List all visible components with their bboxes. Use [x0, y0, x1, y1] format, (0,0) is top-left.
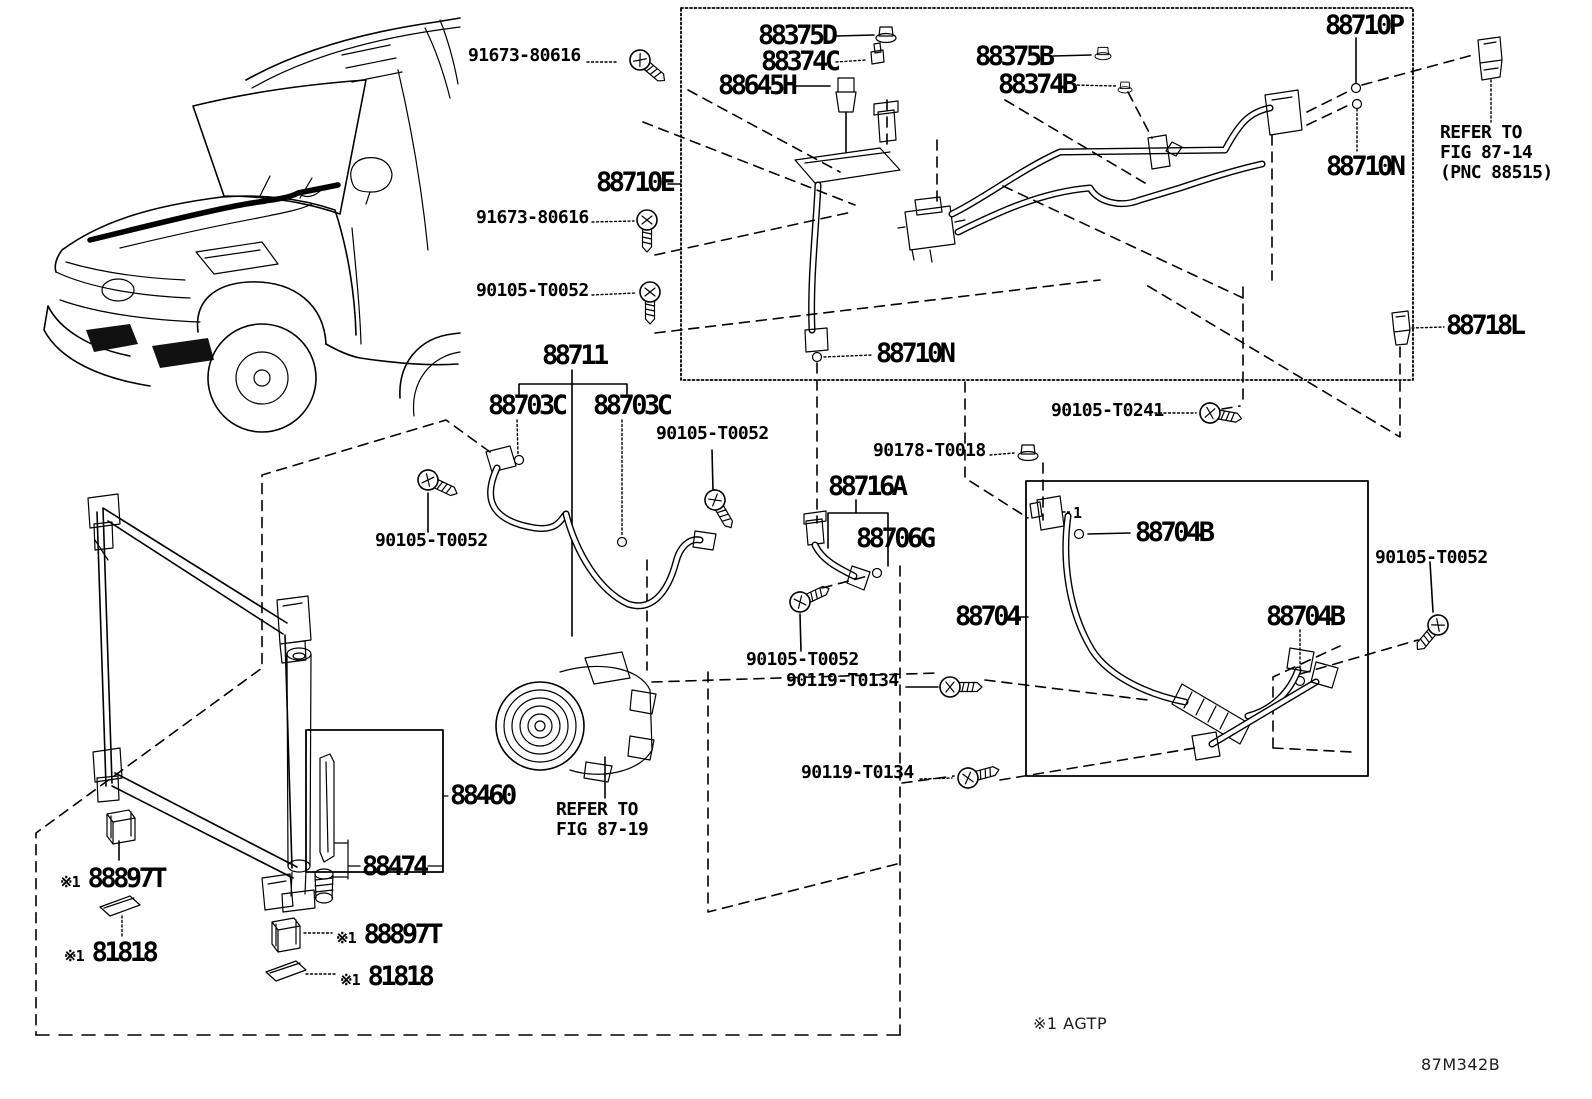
part-label-90105-T0052-d: 90105-T0052	[746, 649, 859, 670]
hose-box-88704	[1025, 480, 1369, 777]
suction-liquid-pipes-top	[948, 89, 1303, 236]
part-label-91673-80616-b: 91673-80616	[476, 207, 589, 228]
discharge-pipe-88710E	[794, 77, 901, 363]
clamp-refer-87-14	[1477, 36, 1503, 123]
part-label-88374B: 88374B	[998, 69, 1078, 100]
pipe-88716A	[803, 510, 871, 591]
footnote-agtp: ※1 AGTP	[1033, 1014, 1107, 1033]
compressor	[495, 651, 657, 783]
footnote-text: AGTP	[1063, 1014, 1108, 1033]
note-refer-fig-87-14: REFER TO FIG 87-14 (PNC 88515)	[1440, 122, 1553, 184]
part-label-88711: 88711	[542, 340, 609, 371]
part-label-90178-T0018: 90178-T0018	[873, 440, 986, 461]
part-label-88704: 88704	[955, 601, 1022, 632]
part-label-88897T-b: ※1 88897T	[336, 919, 444, 950]
footnote-marker: ※1	[340, 971, 368, 989]
part-label-90119-T0134-b: 90119-T0134	[801, 762, 914, 783]
footnote-marker: ※1	[60, 873, 88, 891]
part-label-88710N-b: 88710N	[876, 338, 956, 369]
footnote-marker: ※1	[336, 929, 364, 947]
footnote-marker: ※1	[64, 947, 92, 965]
note-refer-fig-87-19: REFER TO FIG 87-19	[556, 799, 649, 841]
part-label-88645H: 88645H	[718, 70, 798, 101]
part-label-88706G: 88706G	[856, 523, 936, 554]
condenser	[87, 493, 444, 913]
fastener-icons	[413, 26, 1453, 792]
part-label-81818-a: ※1 81818	[64, 937, 159, 968]
part-label-90119-T0134-a: 90119-T0134	[786, 670, 899, 691]
quantity-marker: 1	[1073, 504, 1082, 522]
part-label-88374C: 88374C	[761, 46, 841, 77]
part-label-90105-T0052-b: 90105-T0052	[375, 530, 488, 551]
part-number-text: 81818	[367, 961, 435, 992]
expansion-valve-cluster	[897, 196, 966, 263]
part-label-81818-b: ※1 81818	[340, 961, 435, 992]
valve-88374C-icon	[870, 42, 885, 65]
part-label-88710E: 88710E	[596, 167, 676, 198]
construction-dashed-lines	[35, 54, 1474, 1036]
part-label-90105-T0052-c: 90105-T0052	[656, 423, 769, 444]
part-label-88710N-a: 88710N	[1326, 151, 1406, 182]
bracket-88460-outline	[305, 729, 444, 873]
clamp-88718L	[1391, 310, 1411, 346]
part-label-90105-T0052-e: 90105-T0052	[1375, 547, 1488, 568]
figure-code: 87M342B	[1421, 1055, 1501, 1074]
part-label-88716A: 88716A	[828, 471, 908, 502]
part-label-88704B-a: 88704B	[1135, 517, 1215, 548]
leader-lines	[118, 34, 1445, 975]
part-number-text: 88897T	[363, 919, 444, 950]
part-label-88704B-b: 88704B	[1266, 601, 1346, 632]
top-assembly-box	[680, 7, 1414, 381]
vehicle-illustration	[43, 17, 461, 433]
part-label-90105-T0052-a: 90105-T0052	[476, 280, 589, 301]
part-label-88718L: 88718L	[1446, 310, 1526, 341]
suction-hose-88711	[485, 445, 717, 610]
part-label-88710P: 88710P	[1325, 10, 1405, 41]
part-label-88460: 88460	[450, 780, 517, 811]
part-label-88703C-a: 88703C	[488, 390, 568, 421]
footnote-marker: ※1	[1033, 1014, 1064, 1033]
part-label-90105-T0241: 90105-T0241	[1051, 400, 1164, 421]
part-label-88703C-b: 88703C	[593, 390, 673, 421]
part-label-88474: 88474	[362, 851, 429, 882]
part-number-text: 81818	[91, 937, 159, 968]
part-label-88375B: 88375B	[975, 41, 1055, 72]
part-label-91673-80616-a: 91673-80616	[468, 45, 581, 66]
part-label-88375D: 88375D	[758, 20, 838, 51]
part-label-88897T-a: ※1 88897T	[60, 863, 168, 894]
part-number-text: 88897T	[87, 863, 168, 894]
